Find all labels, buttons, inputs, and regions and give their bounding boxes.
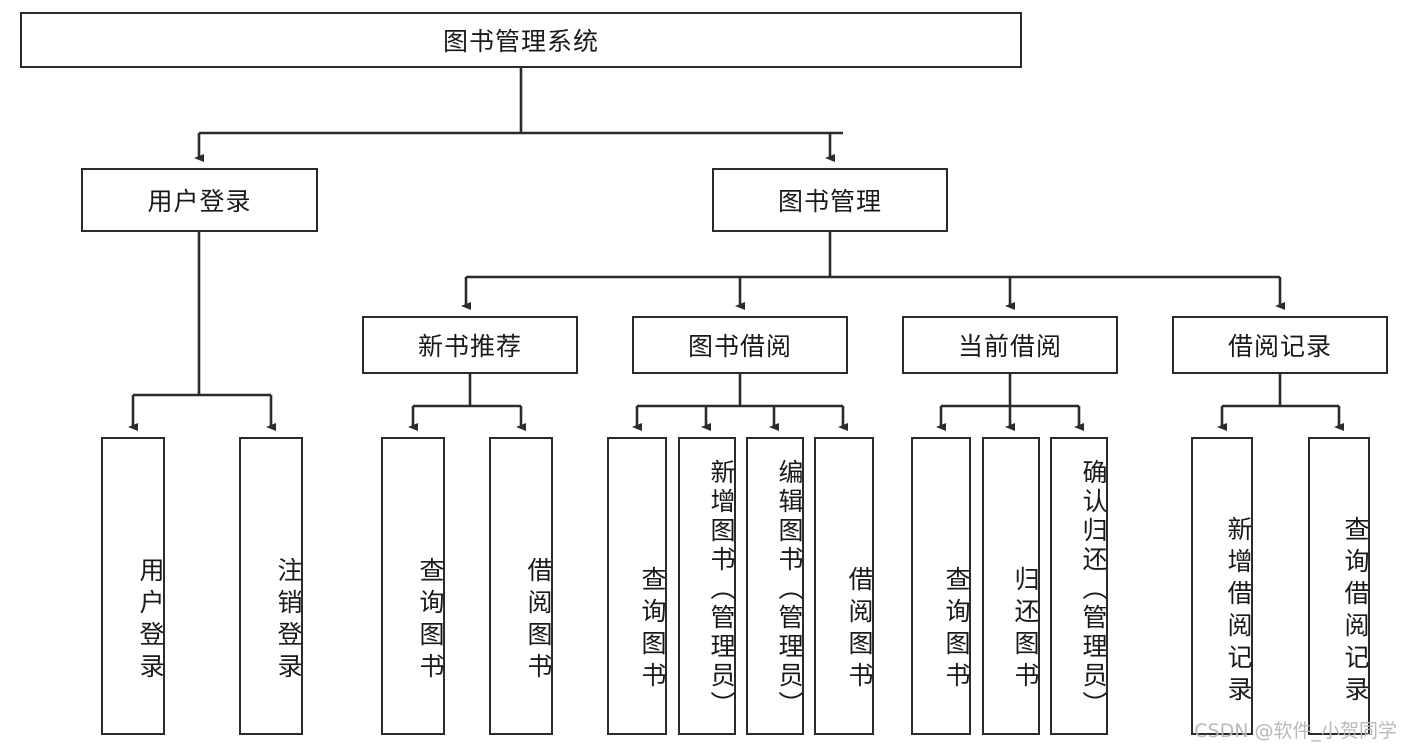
node-user-login[interactable]: 用户登录 bbox=[81, 168, 318, 232]
leaf-record-query-record[interactable]: 查询借阅记录 bbox=[1308, 437, 1370, 735]
leaf-new-book-query[interactable]: 查询图书 bbox=[381, 437, 445, 735]
leaf-borrow-add-book-admin[interactable]: 新增图书（管理员） bbox=[678, 437, 736, 735]
node-current-borrow[interactable]: 当前借阅 bbox=[902, 316, 1118, 374]
node-book-management[interactable]: 图书管理 bbox=[712, 168, 948, 232]
node-borrow-record[interactable]: 借阅记录 bbox=[1172, 316, 1388, 374]
leaf-user-login-signin[interactable]: 用户登录 bbox=[101, 437, 165, 735]
leaf-current-return-book[interactable]: 归还图书 bbox=[982, 437, 1040, 735]
leaf-borrow-query-book[interactable]: 查询图书 bbox=[607, 437, 667, 735]
leaf-current-query-book[interactable]: 查询图书 bbox=[911, 437, 971, 735]
leaf-borrow-borrow-book[interactable]: 借阅图书 bbox=[814, 437, 874, 735]
node-book-borrow[interactable]: 图书借阅 bbox=[632, 316, 848, 374]
leaf-borrow-edit-book-admin[interactable]: 编辑图书（管理员） bbox=[746, 437, 804, 735]
node-new-book-recommend[interactable]: 新书推荐 bbox=[362, 316, 578, 374]
leaf-record-add-record[interactable]: 新增借阅记录 bbox=[1191, 437, 1253, 735]
leaf-new-book-borrow[interactable]: 借阅图书 bbox=[489, 437, 553, 735]
leaf-current-confirm-return-admin[interactable]: 确认归还（管理员） bbox=[1050, 437, 1108, 735]
node-root-system[interactable]: 图书管理系统 bbox=[20, 12, 1022, 68]
leaf-user-login-signout[interactable]: 注销登录 bbox=[239, 437, 303, 735]
